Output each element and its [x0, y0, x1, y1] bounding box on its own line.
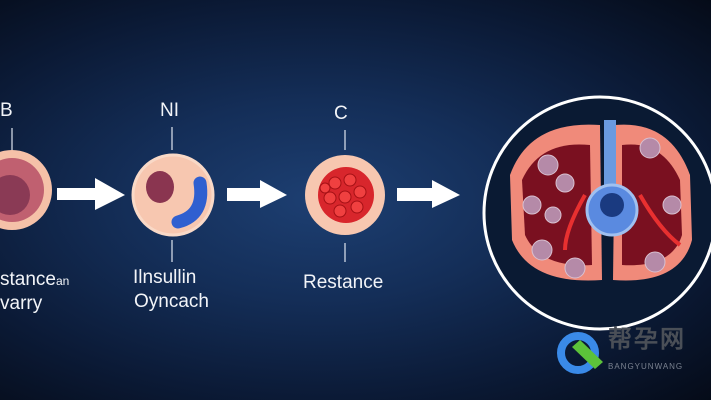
stage-1-bottom-label-suffix: an: [55, 274, 70, 288]
arrow-2: [227, 180, 287, 208]
stage-3-top-label: C: [334, 103, 348, 124]
stage-1-bottom-label-2: varry: [0, 293, 43, 314]
cell-stage-1: [0, 150, 52, 230]
stage-2-bottom-label-2: Oyncach: [134, 291, 209, 312]
stage-2-top-label: NI: [160, 100, 179, 121]
stage-1-bottom-label-1: stance: [0, 269, 56, 290]
arrow-3: [397, 180, 460, 208]
cell-stage-3: [305, 155, 385, 235]
arrow-1: [57, 178, 125, 210]
stage-1-bottom-label: stancean: [0, 270, 69, 290]
watermark-subtext: BANGYUNWANG: [608, 362, 684, 371]
cell-stage-2: [131, 153, 215, 237]
watermark-logo-icon: [557, 332, 603, 374]
organ-closeup: [482, 95, 711, 331]
arrows: [57, 178, 460, 210]
stage-2-bottom-label-1: Ilnsullin: [133, 267, 197, 288]
stage-3-bottom-label: Restance: [303, 272, 384, 293]
stage-1-top-label: B: [0, 100, 13, 121]
pointer-lines: [11, 127, 346, 262]
watermark-text: 帮孕网: [608, 324, 686, 353]
